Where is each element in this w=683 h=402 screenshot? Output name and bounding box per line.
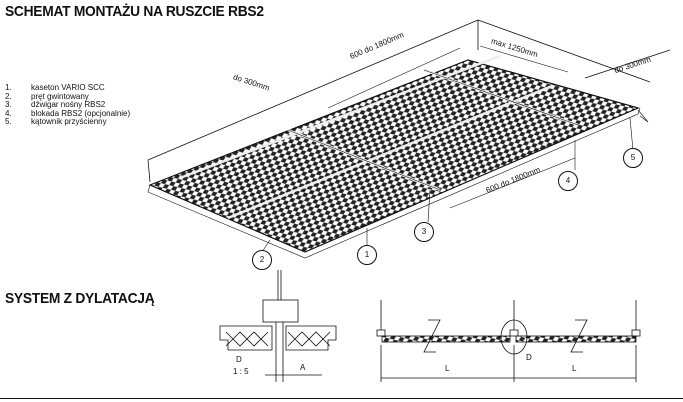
legend-number: 4. — [5, 108, 12, 118]
legend-number: 5. — [5, 117, 12, 127]
legend-item: 1. kaseton VARIO SCC — [5, 83, 130, 93]
legend-label: kątownik przyścienny — [31, 117, 107, 127]
legend-number: 1. — [5, 83, 12, 92]
callout-4: 4 — [558, 171, 578, 191]
legend-item: 4. blokada RBS2 (opcjonalnie) — [5, 108, 131, 119]
legend-label: blokada RBS2 (opcjonalnie) — [31, 108, 131, 118]
legend-label: kaseton VARIO SCC — [31, 83, 105, 92]
expansion-joint-detail — [219, 270, 337, 382]
dimension-lines — [261, 45, 634, 253]
legend-item: 2. pręt gwintowany — [5, 91, 130, 102]
legend-item: 5. kątownik przyścienny — [5, 118, 130, 127]
section-title: SYSTEM Z DYLATACJĄ — [5, 290, 155, 307]
label-length-right: L — [572, 364, 577, 373]
label-detail: D — [236, 355, 242, 364]
label-scale: 1 : 5 — [233, 367, 249, 376]
label-length-left: L — [445, 364, 450, 373]
grating-panel — [148, 59, 640, 253]
callout-5: 5 — [623, 148, 643, 168]
legend-label: pręt gwintowany — [31, 91, 89, 101]
ceiling-outline — [147, 19, 671, 183]
legend-item: 3. dźwigar nośny RBS2 — [5, 101, 130, 110]
label-detail-ref: D — [526, 353, 532, 362]
legend-number: 3. — [5, 100, 12, 110]
legend-number: 2. — [5, 91, 12, 101]
grating-edges — [147, 69, 649, 259]
legend-label: dźwigar nośny RBS2 — [31, 100, 106, 110]
callout-1: 1 — [357, 245, 377, 265]
callout-3: 3 — [414, 222, 434, 242]
label-gap: A — [300, 363, 306, 372]
callout-2: 2 — [252, 250, 272, 270]
section-view — [376, 300, 641, 382]
parts-legend: 1. kaseton VARIO SCC 2. pręt gwintowany 3.… — [5, 83, 131, 127]
page-title: SCHEMAT MONTAŻU NA RUSZCIE RBS2 — [5, 3, 264, 20]
